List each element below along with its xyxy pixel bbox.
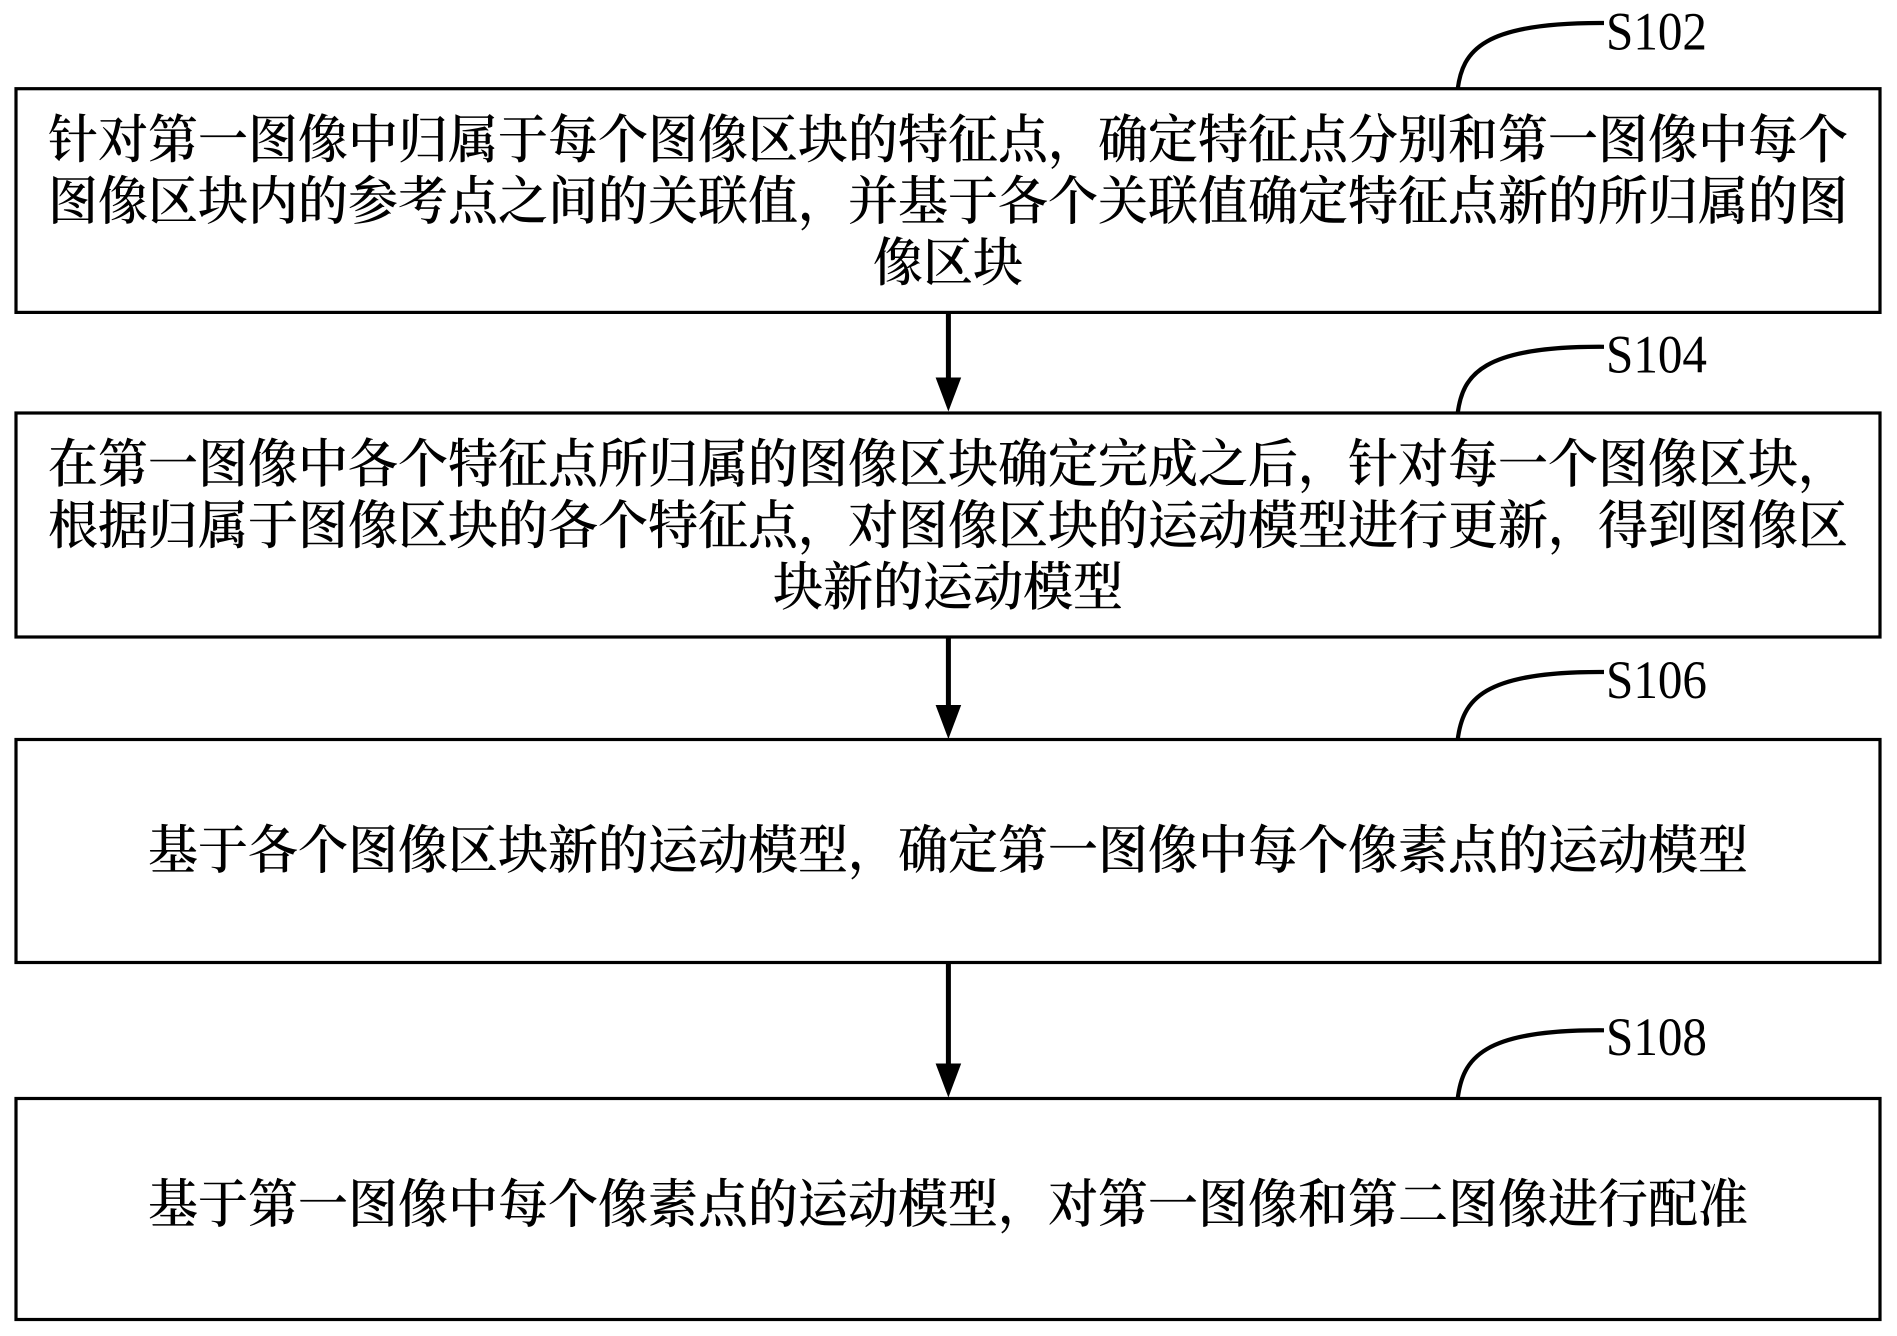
svg-text:S108: S108 [1606,1007,1707,1067]
svg-text:S104: S104 [1606,325,1707,385]
svg-text:S106: S106 [1606,650,1707,710]
svg-text:S102: S102 [1606,1,1707,61]
